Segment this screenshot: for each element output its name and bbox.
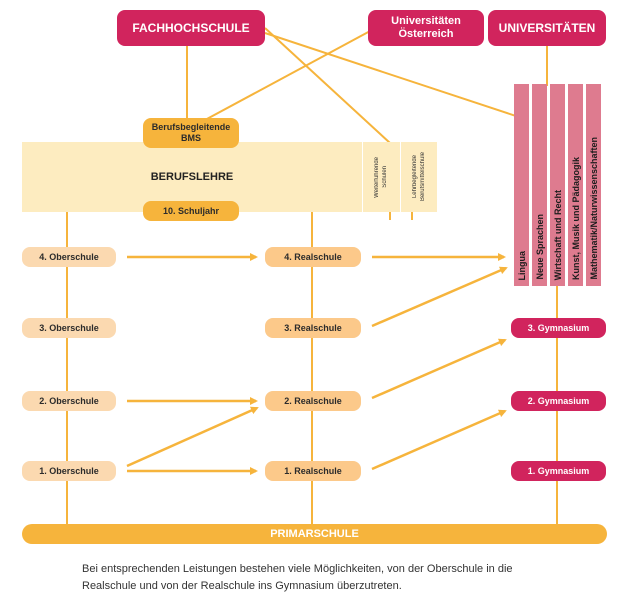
divider [400, 142, 401, 212]
berufslehre-title: BERUFSLEHRE [150, 171, 234, 183]
realschule-label: 4. Realschule [284, 252, 342, 262]
weiterfuehrende-line1: Weiterführende [374, 156, 380, 198]
fachhochschule-label: FACHHOCHSCHULE [132, 21, 250, 35]
gymnasium-1-pill: 1. Gymnasium [511, 461, 606, 481]
field-column-lingua: Lingua [514, 84, 529, 286]
gymnasium-label: 3. Gymnasium [527, 323, 590, 333]
field-label: Lingua [516, 250, 527, 281]
oberschule-3-pill: 3. Oberschule [22, 318, 116, 338]
berufslehre-block [22, 142, 437, 212]
divider [362, 142, 363, 212]
gymnasium-2-pill: 2. Gymnasium [511, 391, 606, 411]
field-column-mathematik-naturwissenschaften: Mathematik/Naturwissenschaften [586, 84, 601, 286]
caption: Bei entsprechenden Leistungen bestehen v… [82, 561, 602, 595]
oberschule-label: 2. Oberschule [39, 396, 99, 406]
weiterfuehrende-line2: Schulen [382, 166, 388, 188]
gymnasium-label: 1. Gymnasium [527, 466, 590, 476]
field-column-kunst-musik-paedagogik: Kunst, Musik und Pädagogik [568, 84, 583, 286]
field-column-wirtschaft-recht: Wirtschaft und Recht [550, 84, 565, 286]
gymnasium-3-pill: 3. Gymnasium [511, 318, 606, 338]
oberschule-label: 4. Oberschule [39, 252, 99, 262]
realschule-3-pill: 3. Realschule [265, 318, 361, 338]
universitaeten-label: UNIVERSITÄTEN [498, 21, 596, 35]
field-label: Wirtschaft und Recht [552, 189, 563, 280]
realschule-2-pill: 2. Realschule [265, 391, 361, 411]
lehrbegleitende-line2: Berufsmittelschule [420, 152, 426, 202]
universitaeten-box: UNIVERSITÄTEN [488, 10, 606, 46]
caption-line1: Bei entsprechenden Leistungen bestehen v… [82, 563, 513, 575]
weiterfuehrende-schulen-column: Weiterführende Schulen [366, 146, 396, 208]
bms-line1: Berufsbegleitende [151, 122, 231, 132]
uni-oesterreich-line1: Universitäten [391, 15, 461, 27]
berufsbegleitende-bms-pill: Berufsbegleitende BMS [143, 118, 239, 148]
caption-line2: Realschule und von der Realschule ins Gy… [82, 580, 402, 592]
oberschule-label: 1. Oberschule [39, 466, 99, 476]
berufslehre-title-area: BERUFSLEHRE [22, 142, 362, 212]
field-column-neue-sprachen: Neue Sprachen [532, 84, 547, 286]
schuljahr-10-label: 10. Schuljahr [162, 206, 220, 216]
oberschule-1-pill: 1. Oberschule [22, 461, 116, 481]
primarschule-bar: PRIMARSCHULE [22, 524, 607, 544]
gymnasium-label: 2. Gymnasium [527, 396, 590, 406]
oberschule-2-pill: 2. Oberschule [22, 391, 116, 411]
lehrbegleitende-column: Lehrbegleitende Berufsmittelschule [403, 146, 435, 208]
realschule-label: 2. Realschule [284, 396, 342, 406]
universitaeten-oesterreich-box: Universitäten Österreich [368, 10, 484, 46]
schuljahr-10-pill: 10. Schuljahr [143, 201, 239, 221]
realschule-label: 1. Realschule [284, 466, 342, 476]
fachhochschule-box: FACHHOCHSCHULE [117, 10, 265, 46]
field-label: Neue Sprachen [534, 214, 545, 280]
field-label: Mathematik/Naturwissenschaften [588, 137, 599, 280]
oberschule-label: 3. Oberschule [39, 323, 99, 333]
bms-line2: BMS [181, 133, 201, 143]
uni-oesterreich-line2: Österreich [398, 28, 454, 40]
oberschule-4-pill: 4. Oberschule [22, 247, 116, 267]
realschule-4-pill: 4. Realschule [265, 247, 361, 267]
realschule-label: 3. Realschule [284, 323, 342, 333]
primarschule-label: PRIMARSCHULE [270, 528, 359, 540]
lehrbegleitende-line1: Lehrbegleitende [412, 155, 418, 199]
field-label: Kunst, Musik und Pädagogik [570, 156, 581, 280]
realschule-1-pill: 1. Realschule [265, 461, 361, 481]
